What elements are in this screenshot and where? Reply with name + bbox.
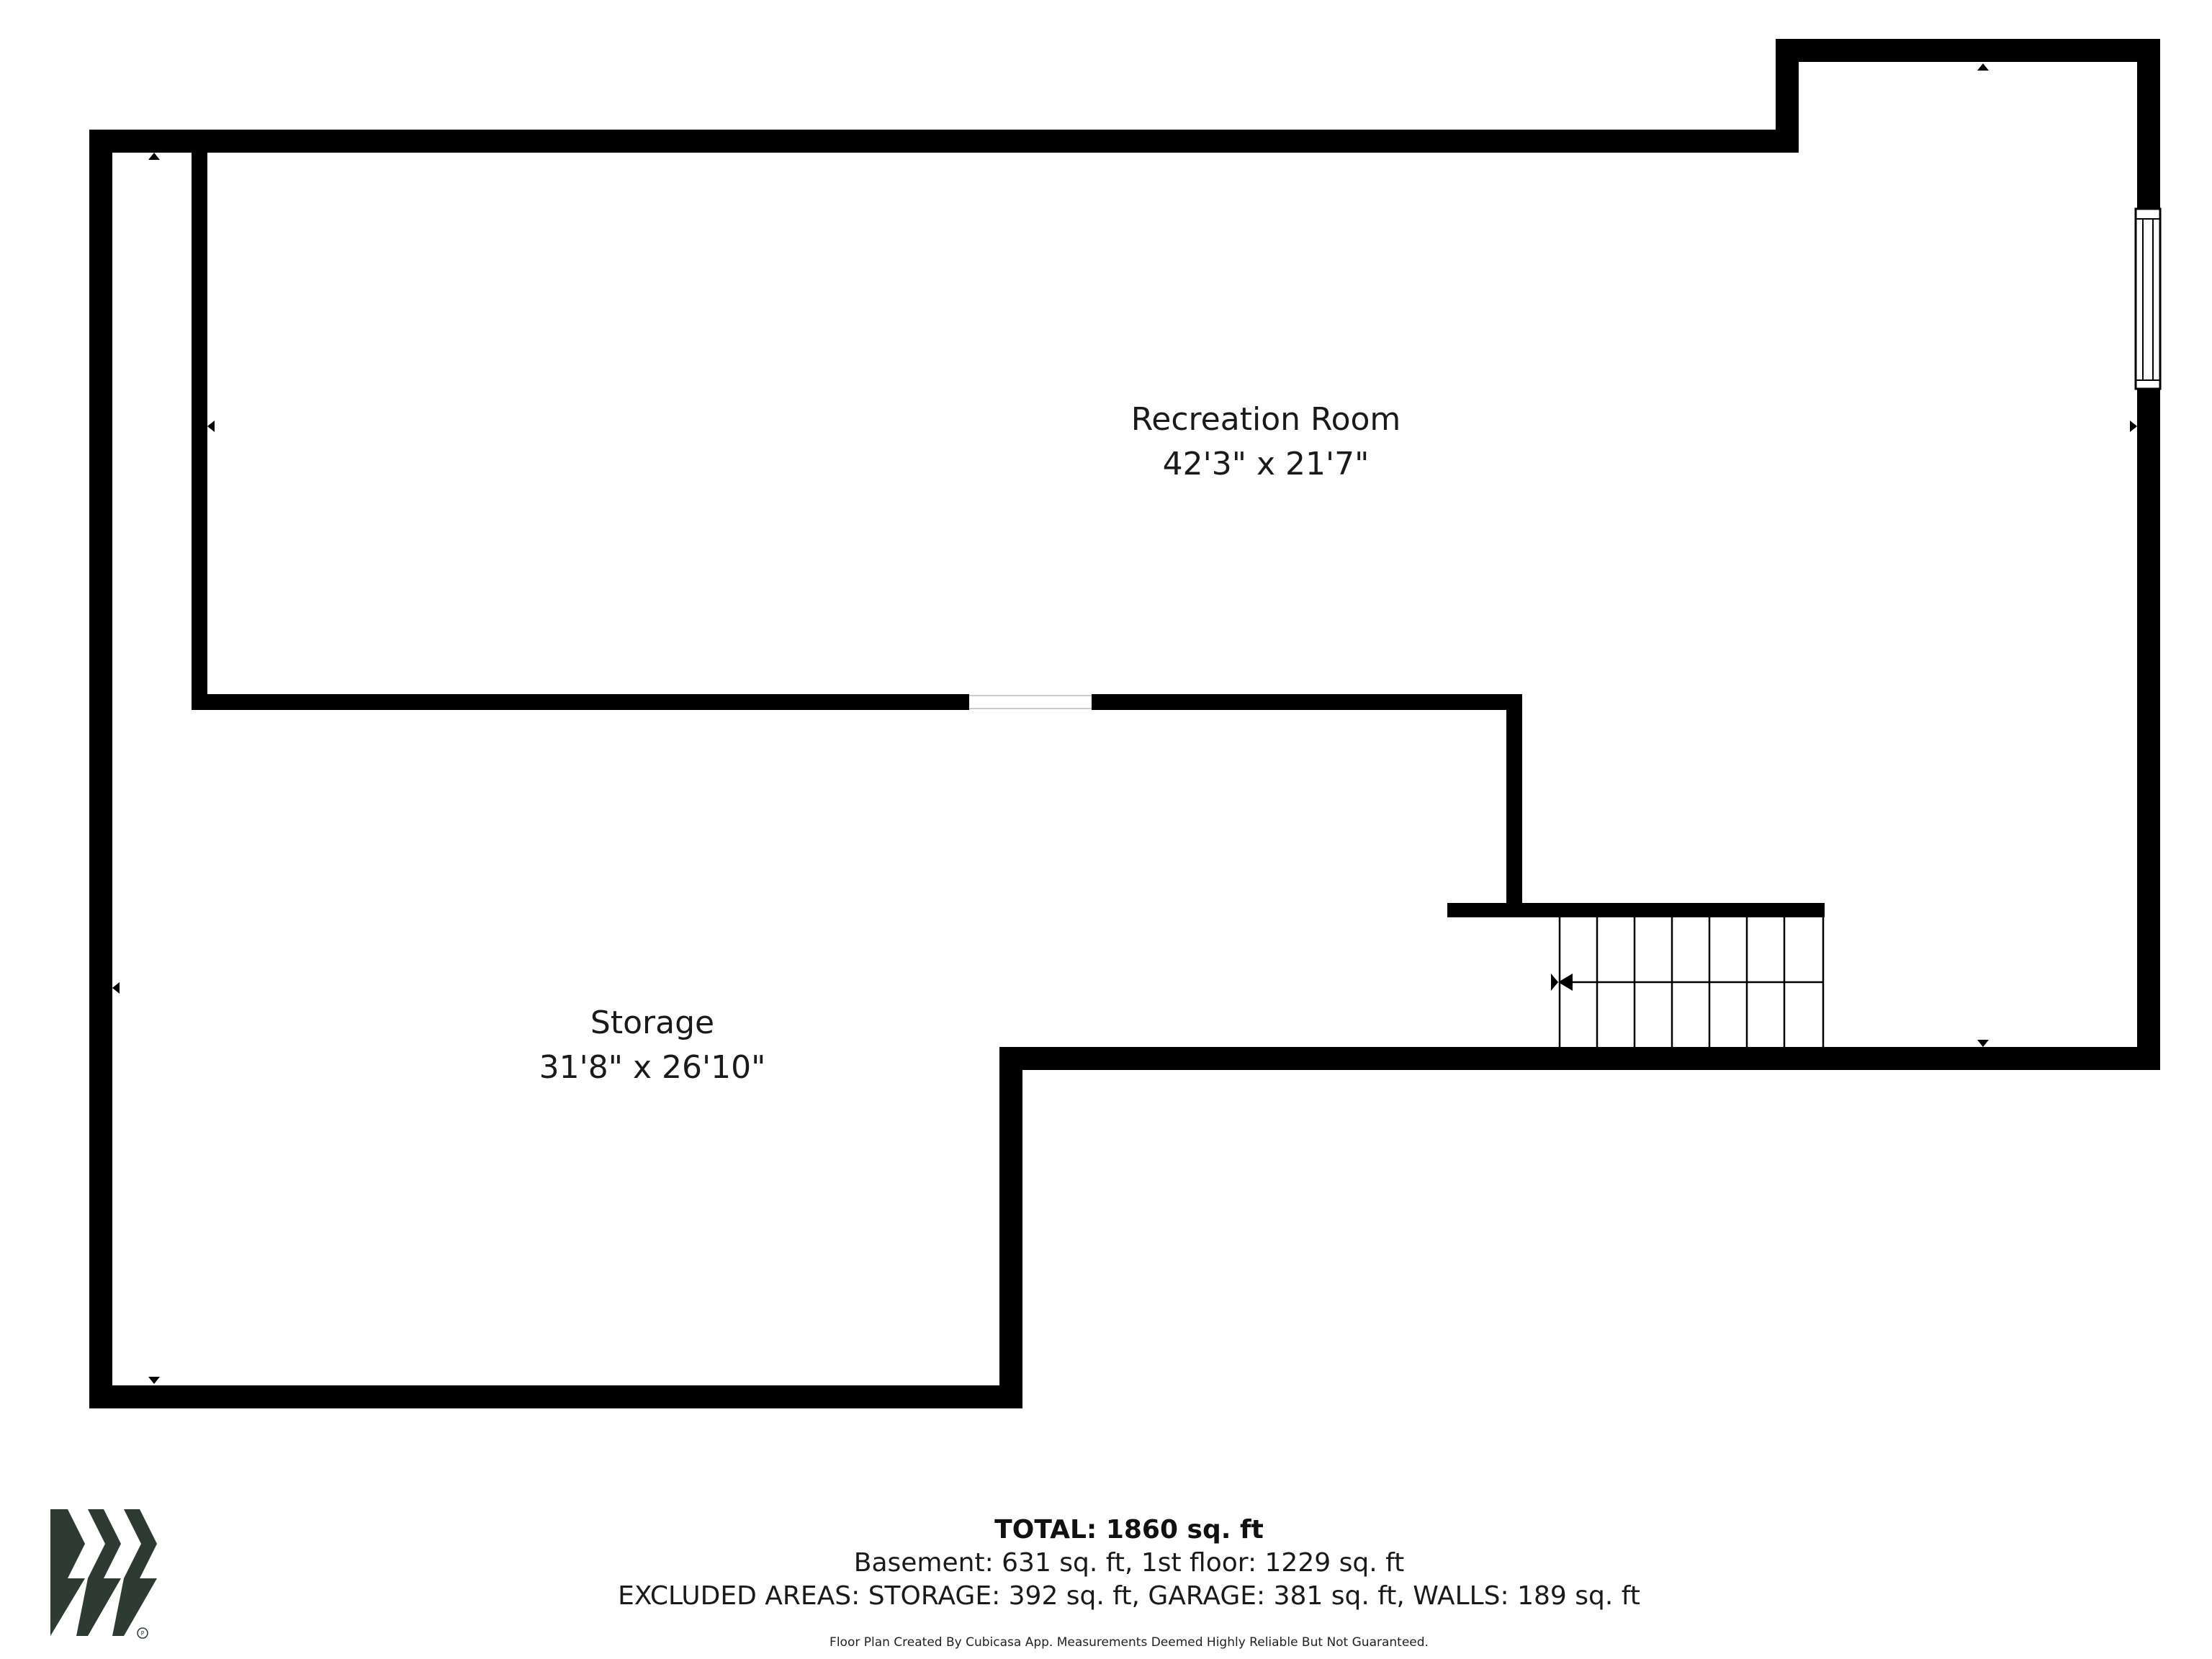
outer-walls	[89, 39, 2160, 1408]
marker-left-storage-icon	[112, 982, 120, 994]
total-area: TOTAL: 1860 sq. ft	[994, 1515, 1264, 1545]
marker-top-right-icon	[1977, 63, 1989, 71]
stair-start-marker-icon	[1551, 974, 1558, 991]
room-label-storage: Storage 31'8" x 26'10"	[539, 1001, 766, 1090]
marker-top-left-icon	[148, 153, 160, 160]
stair-direction-arrow-icon	[1558, 974, 1573, 991]
room-label-recreation: Recreation Room 42'3" x 21'7"	[1131, 397, 1401, 487]
area-summary: TOTAL: 1860 sq. ft Basement: 631 sq. ft,…	[618, 1514, 1640, 1613]
room-dimensions: 31'8" x 26'10"	[539, 1049, 766, 1086]
interior-walls	[192, 130, 1825, 917]
marker-right-rec-icon	[2130, 421, 2137, 432]
excluded-areas: EXCLUDED AREAS: STORAGE: 392 sq. ft, GAR…	[618, 1581, 1640, 1611]
dimension-markers	[112, 63, 2137, 1384]
marker-bottom-left-icon	[148, 1377, 160, 1384]
cubicasa-logo-icon: P	[50, 1509, 157, 1639]
room-name: Recreation Room	[1130, 401, 1401, 438]
window-right	[2134, 207, 2162, 390]
stairs	[1558, 917, 1825, 1047]
room-name: Storage	[590, 1004, 715, 1041]
doorway-opening	[969, 695, 1092, 709]
floor-areas: Basement: 631 sq. ft, 1st floor: 1229 sq…	[853, 1548, 1405, 1578]
room-dimensions: 42'3" x 21'7"	[1162, 446, 1370, 482]
marker-left-rec-icon	[207, 421, 215, 432]
marker-bottom-right-icon	[1977, 1040, 1989, 1047]
svg-text:P: P	[141, 1630, 145, 1637]
disclaimer: Floor Plan Created By Cubicasa App. Meas…	[830, 1635, 1429, 1650]
